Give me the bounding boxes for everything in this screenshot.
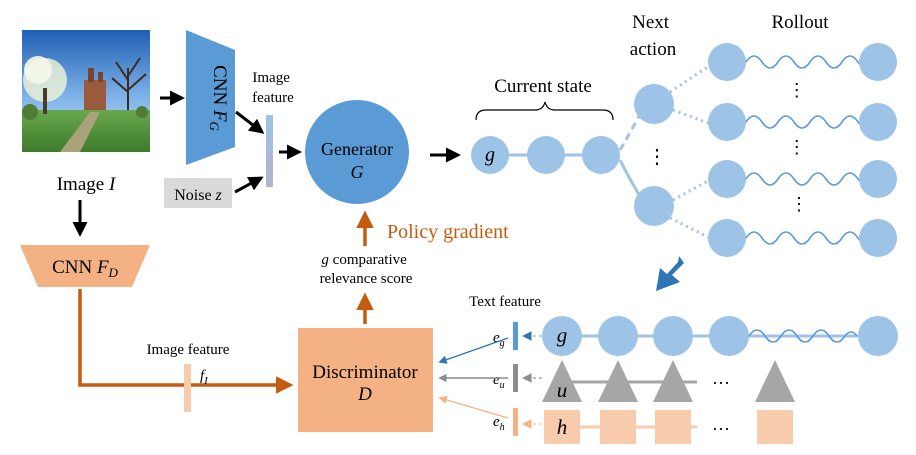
branch-solid <box>618 159 642 197</box>
generator-circle <box>305 100 409 204</box>
image-feature-bar-bottom <box>184 364 191 412</box>
generator-var: G <box>351 162 364 182</box>
ellipsis-vertical: ⋮ <box>788 137 806 157</box>
big-down-arrow <box>656 256 684 291</box>
arrow-cnn-fg-to-feature <box>235 110 265 134</box>
current-state-label: Current state <box>494 76 592 97</box>
fi-label: fI <box>200 368 209 387</box>
state-node <box>582 136 620 174</box>
ellipsis-horizontal: … <box>712 414 730 434</box>
image-feature-top-line1: Image <box>252 70 290 86</box>
next-action-node <box>634 186 674 226</box>
state-node-g-label: g <box>485 144 495 166</box>
g-seq-node <box>542 316 582 356</box>
e-h-label: eh <box>493 414 505 433</box>
g-seq-node <box>709 316 749 356</box>
svg-text:Next action: Next action <box>630 12 677 60</box>
svg-text:g comparative relevance sc: g comparative relevance score <box>320 252 413 287</box>
discriminator-title: Discriminator <box>312 362 418 383</box>
svg-text:Image feature: Image feature <box>252 70 294 106</box>
arrow-cnn-fd-to-discriminator <box>78 289 294 394</box>
svg-text:⋮ ⋮ ⋮: ⋮ ⋮ ⋮ <box>788 80 811 214</box>
cnn-fd-label: CNN FD <box>52 257 118 280</box>
policy-gradient-label: Policy gradient <box>387 221 509 243</box>
relevance-line1: g comparative <box>321 252 407 268</box>
cnn-fg-block <box>186 30 235 165</box>
next-action-line2: action <box>630 39 677 60</box>
rollout-rows <box>708 43 897 257</box>
image-feature-top-line2: feature <box>252 90 294 106</box>
ellipsis-vertical: ⋮ <box>788 80 806 100</box>
h-seq-node <box>655 410 691 444</box>
image-label: Image I <box>57 174 117 195</box>
e-u-label: eu <box>493 372 505 391</box>
text-feature-label: Text feature <box>469 294 541 310</box>
rollout-node <box>708 103 746 141</box>
discriminator-var: D <box>357 384 372 405</box>
current-state-brace <box>475 101 614 121</box>
rollout-wave <box>745 115 871 129</box>
h-seq-node-label: h <box>557 415 568 439</box>
arrow-eh-to-discriminator <box>438 395 509 419</box>
state-node <box>471 136 509 174</box>
ellipsis-vertical: ⋮ <box>647 146 667 168</box>
e-u-bar <box>513 364 518 392</box>
g-seq-wave <box>748 329 858 343</box>
u-seq-node <box>598 360 638 402</box>
e-g-bar <box>513 322 518 350</box>
rollout-connector <box>672 179 709 202</box>
h-seq-node <box>600 410 636 444</box>
cnn-fg-label: CNN FG <box>207 65 230 131</box>
state-node <box>527 136 565 174</box>
arrow-eg-to-discriminator <box>438 337 509 364</box>
relevance-line2: relevance score <box>320 271 413 287</box>
generator-title: Generator <box>321 139 393 159</box>
g-seq-node <box>653 316 693 356</box>
cnn-fd-block <box>20 245 150 287</box>
noise-box <box>164 178 232 208</box>
rollout-connector <box>669 216 711 240</box>
u-seq-node <box>542 360 582 402</box>
g-seq-node <box>858 316 898 356</box>
next-action-line1: Next <box>632 12 670 33</box>
g-seq-node <box>598 316 638 356</box>
e-g-label: eg <box>493 330 505 349</box>
h-seq-node <box>757 410 793 444</box>
ellipsis-horizontal: … <box>712 368 730 388</box>
rollout-label: Rollout <box>771 12 829 33</box>
ellipsis-vertical: ⋮ <box>790 194 808 214</box>
u-seq-node-label: u <box>557 378 568 402</box>
discriminator-box <box>298 328 433 432</box>
image-feature-bottom-label: Image feature <box>147 342 230 358</box>
rollout-node <box>708 219 746 257</box>
rollout-connector <box>669 62 713 94</box>
h-seq-node <box>544 410 580 444</box>
rollout-node <box>859 160 897 198</box>
rollout-node <box>859 43 897 81</box>
image-feature-bar-top <box>266 115 273 187</box>
e-h-bar <box>513 408 518 436</box>
next-action-node <box>634 84 674 124</box>
rollout-wave <box>745 55 871 69</box>
g-seq-node-label: g <box>557 323 568 347</box>
rollout-wave <box>745 231 871 245</box>
rollout-node <box>708 43 746 81</box>
noise-label: Noise z <box>174 187 222 204</box>
input-photo <box>22 30 150 152</box>
u-seq-node <box>755 360 795 402</box>
branch-dashed <box>618 113 642 151</box>
rollout-node <box>859 103 897 141</box>
rollout-node <box>708 160 746 198</box>
rollout-node <box>859 219 897 257</box>
u-seq-node <box>653 360 693 402</box>
arrow-noise-to-feature <box>234 176 264 194</box>
rollout-connector <box>672 108 709 125</box>
rollout-wave <box>745 172 871 186</box>
